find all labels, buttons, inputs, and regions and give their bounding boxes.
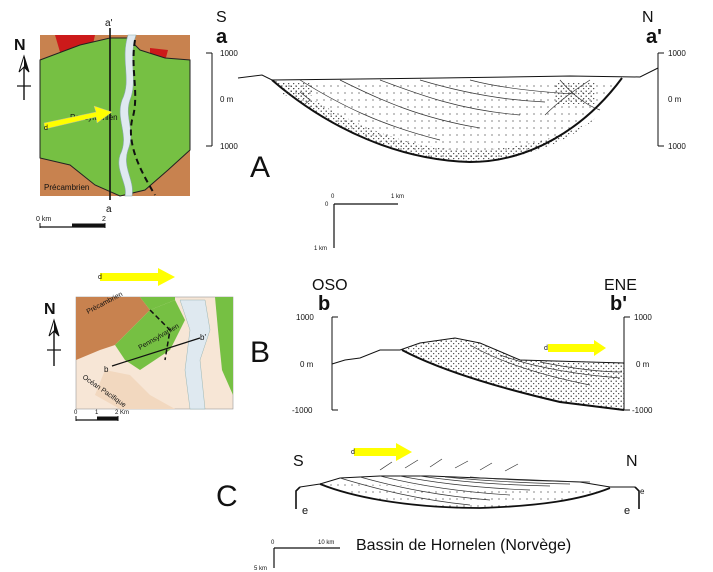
profile-b-elev-top: 1000 (296, 313, 314, 322)
profile-b-left-point: b (318, 293, 330, 315)
profile-a-basin-floor (271, 77, 623, 164)
panel-c: S N C d e e e 0 10 km 5 k (216, 443, 645, 572)
profile-b-right-axis: 1000 0 m -1000 (623, 313, 653, 415)
profile-c-scale-x1: 10 km (318, 540, 334, 546)
map-a-scale-right: 2 (102, 216, 106, 223)
profile-a-scale-x0: 0 (331, 194, 335, 200)
profile-c-right-mark: e (624, 505, 630, 517)
map-b-river (179, 299, 211, 410)
profile-a-left-axis: 1000 0 m 1000 (206, 49, 238, 151)
profile-a-topography (237, 67, 659, 81)
profile-a-right-point: a' (646, 26, 662, 48)
profile-a-elev-top: 1000 (220, 49, 238, 58)
profile-a-scale-y0: 0 (325, 202, 329, 208)
profile-b-transport-arrow (548, 340, 606, 356)
north-arrow-a: N (14, 37, 31, 100)
profile-a-elev-mid-r: 0 m (668, 95, 682, 104)
map-b-scale-0: 0 (74, 410, 78, 416)
profile-c-right-fault (634, 486, 640, 509)
profile-a-fan-left (282, 82, 312, 96)
map-b-arrow-label: d (98, 274, 102, 281)
figure-caption: Bassin de Hornelen (Norvège) (356, 537, 571, 554)
map-b-scale-bar: 0 1 2 Km (74, 410, 129, 421)
profile-c-right-dir: N (626, 453, 638, 470)
panel-a-letter: A (250, 151, 270, 184)
profile-a: S a N a' 1000 0 m 1000 1000 0 m 1000 (206, 9, 686, 164)
profile-b-right-dir: ENE (604, 277, 637, 294)
profile-c-scale-x0: 0 (271, 540, 275, 546)
profile-c-transport-arrow (354, 443, 412, 461)
map-a-unit-outline (39, 37, 191, 197)
profile-c-left-mark: e (302, 505, 308, 517)
map-b-scale-2: 2 Km (115, 410, 129, 416)
north-arrow-b-label: N (44, 301, 56, 318)
profile-b-elev-bottom: -1000 (292, 406, 313, 415)
profile-a-scale: 0 1 km 0 1 km (314, 194, 404, 252)
map-a-label-precambrian: Précambrien (44, 183, 89, 192)
map-b-beige-unit (95, 370, 175, 409)
map-a: a' a Pensylvanien Précambrien d 0 km 2 (36, 18, 191, 228)
map-b-pennsylvanian-unit (115, 300, 185, 370)
north-arrow-a-label: N (14, 37, 26, 54)
panel-b: d N b b' Précambrien Pennsylvanien Océan… (44, 268, 653, 421)
profile-a-elev-bottom-r: 1000 (668, 142, 686, 151)
profile-b-strata (469, 344, 623, 386)
profile-c-topography (299, 475, 635, 488)
map-a-pennsylvanian-unit (40, 38, 190, 196)
profile-c-basin-floor (319, 483, 611, 509)
profile-a-scale-y1: 1 km (314, 246, 327, 252)
profile-a-fan-right (555, 82, 595, 104)
profile-b-elev-mid-r: 0 m (636, 360, 650, 369)
profile-c-left-dir: S (293, 453, 304, 470)
profile-b-arrow-label: d (544, 345, 548, 352)
profile-c-scale-y1: 5 km (254, 566, 267, 572)
profile-a-elev-bottom: 1000 (220, 142, 238, 151)
north-arrow-b: N (44, 301, 61, 366)
map-a-point-bottom: a (106, 204, 112, 215)
profile-b-basin-fill (402, 338, 624, 410)
profile-b-elev-mid: 0 m (300, 360, 314, 369)
profile-a-right-axis: 1000 0 m 1000 (657, 49, 686, 151)
profile-b-right-point: b' (610, 293, 627, 315)
map-b-fault (149, 309, 171, 361)
map-b-transport-arrow (100, 268, 175, 286)
map-a-fault (130, 39, 156, 196)
profile-b: OSO b ENE b' 1000 0 m -1000 1000 0 m -10… (292, 277, 653, 415)
map-b-green-east (215, 297, 233, 395)
profile-c-strata (339, 458, 591, 506)
map-b-precambrian-unit (76, 297, 150, 360)
profile-c-left-fault (295, 486, 301, 509)
profile-c-arrow-label: d (351, 449, 355, 456)
profile-b-left-axis: 1000 0 m -1000 (292, 313, 338, 415)
profile-b-elev-bottom-r: -1000 (632, 406, 653, 415)
profile-a-coarse-deposits (272, 80, 600, 162)
panel-c-letter: C (216, 480, 238, 513)
map-b-point-start: b (104, 365, 109, 374)
map-b-section-line (111, 337, 201, 367)
profile-a-right-dir: N (642, 9, 654, 26)
profile-c-right-top-mark: e (640, 487, 645, 496)
map-a-scale-left: 0 km (36, 216, 51, 223)
profile-a-left-point: a (216, 26, 228, 48)
map-b-scale-1: 1 (95, 410, 99, 416)
map-a-scale-bar: 0 km 2 (36, 216, 106, 228)
map-a-river (118, 34, 137, 197)
profile-a-scale-x1: 1 km (391, 194, 404, 200)
profile-b-detachment (401, 349, 625, 411)
map-b: b b' Précambrien Pennsylvanien Océan Pac… (74, 291, 234, 421)
map-a-transport-arrow (43, 105, 113, 130)
profile-a-elev-top-r: 1000 (668, 49, 686, 58)
profile-a-elev-mid: 0 m (220, 95, 234, 104)
map-a-point-top: a' (105, 18, 113, 29)
profile-a-left-dir: S (216, 9, 227, 26)
panel-a: a' a Pensylvanien Précambrien d 0 km 2 N (14, 9, 686, 252)
panel-b-letter: B (250, 336, 270, 369)
profile-b-elev-top-r: 1000 (634, 313, 652, 322)
map-a-arrow-label: d (44, 125, 48, 132)
profile-b-left-dir: OSO (312, 277, 348, 294)
profile-c-scale: 0 10 km 5 km (254, 540, 340, 572)
map-b-point-end: b' (200, 333, 206, 342)
